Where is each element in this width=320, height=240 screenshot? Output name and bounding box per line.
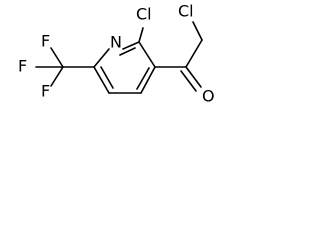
atom-fluorine-top: F xyxy=(41,32,50,51)
molecular-structure-diagram: N Cl Cl O F F F xyxy=(18,2,215,106)
atom-fluorine-bottom: F xyxy=(41,82,50,101)
bond-n-c2 xyxy=(122,41,140,50)
bond-carbonyl-o xyxy=(185,66,202,88)
bond-c6-n xyxy=(93,48,110,68)
atom-chlorine-chain: Cl xyxy=(178,2,194,21)
bond-carbonyl-ch2 xyxy=(185,39,203,68)
atom-oxygen: O xyxy=(202,87,215,106)
bond-ch2-cl xyxy=(192,21,203,41)
atom-nitrogen: N xyxy=(110,33,122,52)
bond-c3-c4 xyxy=(140,66,156,94)
bond-c3-c4-inner xyxy=(136,67,150,90)
bond-c5-c6-inner xyxy=(100,66,114,89)
bond-carbonyl-o-second xyxy=(180,70,197,92)
atom-fluorine-left: F xyxy=(18,57,27,76)
atom-chlorine-ring: Cl xyxy=(136,5,152,24)
bond-cf3-f-bottom xyxy=(50,66,64,87)
bond-c2-c3 xyxy=(138,41,156,68)
bond-n-c2-inner xyxy=(119,47,136,56)
bond-c5-c6 xyxy=(93,66,110,94)
bond-c2-cl xyxy=(138,27,144,43)
bond-cf3-f-top xyxy=(50,47,64,68)
